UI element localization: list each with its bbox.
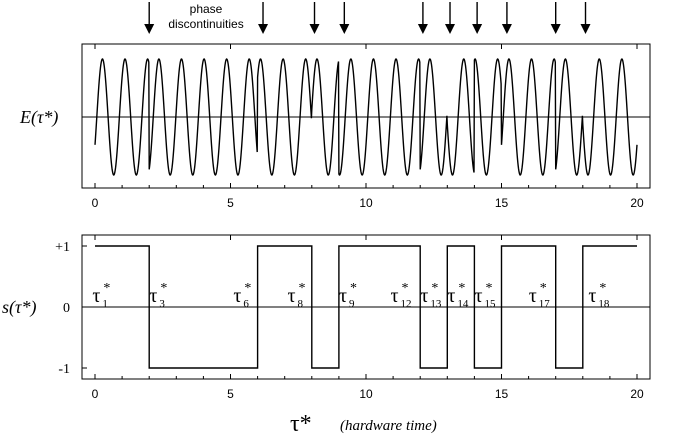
tau-subscript: 12 bbox=[401, 298, 412, 310]
bottom-x-tick-label: 10 bbox=[359, 387, 373, 401]
bottom-x-tick-label: 0 bbox=[92, 387, 99, 401]
top-plot-frame bbox=[81, 43, 651, 189]
sign-step-line bbox=[95, 245, 637, 369]
tau-star: * bbox=[458, 281, 465, 296]
tau-subscript: 9 bbox=[349, 298, 355, 310]
top-x-tick-label: 20 bbox=[630, 196, 644, 210]
arrow-head bbox=[472, 24, 483, 34]
annotation-line-1: phase bbox=[190, 2, 223, 16]
tau-symbol: τ bbox=[233, 285, 241, 307]
bottom-x-tick-label: 15 bbox=[495, 387, 509, 401]
arrow-head bbox=[258, 24, 269, 34]
tau-label: τ* 18 bbox=[588, 281, 610, 310]
tau-symbol: τ bbox=[339, 285, 347, 307]
tau-label: τ* 13 bbox=[420, 281, 442, 310]
tau-label: τ* 3 bbox=[149, 281, 167, 310]
tau-symbol: τ bbox=[149, 285, 157, 307]
top-x-tick-label: 0 bbox=[92, 196, 99, 210]
tau-label: τ* 14 bbox=[447, 281, 469, 310]
tau-label: τ* 17 bbox=[529, 281, 551, 310]
tau-label: τ* 12 bbox=[391, 281, 412, 310]
top-waveform-line bbox=[94, 58, 638, 176]
arrow-head bbox=[144, 24, 155, 34]
tau-label: τ* 9 bbox=[339, 281, 357, 310]
bottom-x-ticks bbox=[94, 235, 638, 379]
arrow-head bbox=[550, 24, 561, 34]
tau-star: * bbox=[103, 281, 110, 296]
top-y-axis-label: E(τ*) bbox=[19, 107, 58, 128]
tau-label: τ* 15 bbox=[475, 281, 497, 310]
bottom-x-tick-label: 5 bbox=[227, 387, 234, 401]
tau-label: τ* 8 bbox=[288, 281, 306, 310]
annotation-line-2: discontinuities bbox=[168, 17, 243, 31]
tau-star: * bbox=[299, 281, 306, 296]
tau-symbol: τ bbox=[420, 285, 428, 307]
tau-star: * bbox=[160, 281, 167, 296]
x-axis-label: τ* bbox=[290, 411, 312, 437]
tau-subscript: 8 bbox=[298, 298, 304, 310]
tau-symbol: τ bbox=[529, 285, 537, 307]
tau-subscript: 6 bbox=[243, 298, 249, 310]
tau-star: * bbox=[402, 281, 409, 296]
discontinuity-arrows bbox=[144, 2, 591, 34]
bottom-x-tick-label: 20 bbox=[630, 387, 644, 401]
bottom-y-tick-label: -1 bbox=[58, 362, 70, 377]
top-x-tick-label: 10 bbox=[359, 196, 373, 210]
tau-symbol: τ bbox=[447, 285, 455, 307]
x-axis-note: (hardware time) bbox=[340, 418, 437, 434]
tau-symbol: τ bbox=[588, 285, 596, 307]
tau-subscript: 3 bbox=[159, 298, 165, 310]
tau-subscript: 18 bbox=[598, 298, 610, 310]
tau-subscript: 1 bbox=[102, 298, 108, 310]
tau-symbol: τ bbox=[288, 285, 296, 307]
tau-subscript: 17 bbox=[539, 298, 551, 310]
arrow-head bbox=[339, 24, 350, 34]
tau-label: τ* 6 bbox=[233, 281, 251, 310]
top-x-ticks bbox=[94, 44, 638, 188]
tau-star: * bbox=[431, 281, 438, 296]
bottom-y-tick-label: 0 bbox=[63, 301, 70, 316]
tau-star: * bbox=[486, 281, 493, 296]
tau-star: * bbox=[244, 281, 251, 296]
top-x-tick-label: 5 bbox=[227, 196, 234, 210]
tau-label: τ* 1 bbox=[92, 281, 110, 310]
tau-star: * bbox=[599, 281, 606, 296]
tau-subscript: 13 bbox=[430, 298, 442, 310]
arrow-head bbox=[417, 24, 428, 34]
top-x-tick-labels: 0 5 10 15 20 bbox=[92, 196, 644, 210]
tau-symbol: τ bbox=[391, 285, 399, 307]
tau-subscript: 14 bbox=[457, 298, 469, 310]
arrow-head bbox=[580, 24, 591, 34]
top-x-tick-label: 15 bbox=[495, 196, 509, 210]
arrow-head bbox=[445, 24, 456, 34]
tau-symbol: τ bbox=[92, 285, 100, 307]
bottom-x-tick-labels: 0 5 10 15 20 bbox=[92, 387, 644, 401]
arrow-head bbox=[309, 24, 320, 34]
bottom-y-axis-label: s(τ*) bbox=[2, 297, 36, 318]
tau-star: * bbox=[540, 281, 547, 296]
bottom-y-tick-label: +1 bbox=[55, 240, 70, 255]
tau-subscript: 15 bbox=[485, 298, 497, 310]
tau-symbol: τ bbox=[475, 285, 483, 307]
bottom-y-tick-labels: +1 0 -1 bbox=[55, 240, 87, 377]
tau-star: * bbox=[350, 281, 357, 296]
arrow-head bbox=[501, 24, 512, 34]
